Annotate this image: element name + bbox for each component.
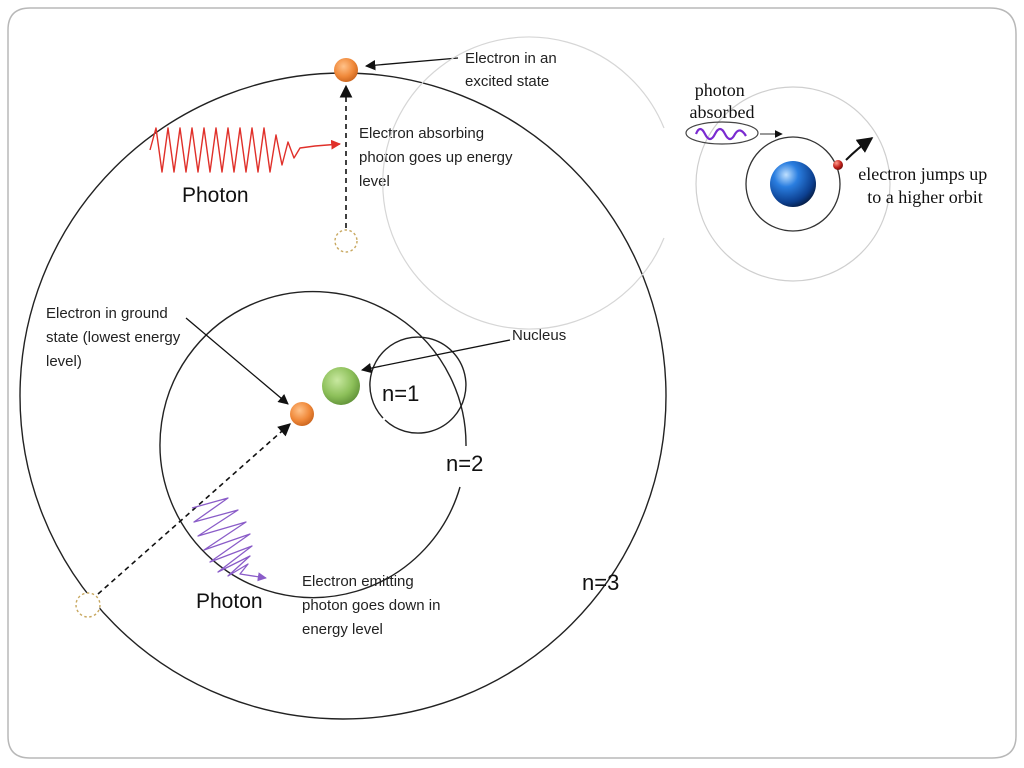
emitting-label: Electron emitting photon goes down in en…: [302, 573, 445, 638]
orbit-label-n2: n=2: [446, 451, 483, 476]
ground-state-pointer: [185, 317, 289, 405]
photon-absorbed-label: Photon: [182, 184, 249, 207]
orbit-label-n3: n=3: [582, 570, 619, 595]
nucleus-label: Nucleus: [512, 327, 566, 344]
inset-electron: [833, 160, 843, 170]
orbit-n2: [159, 290, 467, 599]
inset-electron-jumps-label: electron jumps up to a higher orbit: [858, 164, 991, 207]
inset-orbit-middle: [695, 86, 891, 282]
electron-excited-state: [334, 58, 358, 82]
ground-state-label: Electron in ground state (lowest energy …: [46, 305, 184, 370]
slide-frame: [7, 7, 1017, 759]
photon-emitted-label: Photon: [196, 590, 263, 613]
emission-transition-arrow: [97, 423, 291, 595]
excited-state-label: Electron in an excited state: [465, 50, 561, 90]
electron-ghost-n2: [334, 229, 358, 253]
inset-orbit-outer: [382, 36, 665, 330]
inset-photon-ellipse: [685, 121, 759, 145]
nucleus: [322, 367, 360, 405]
bohr-model: Electron in an excited state Electron ab…: [19, 50, 667, 720]
inset-orbit-inner: [745, 136, 841, 232]
electron-jump-arrow: [845, 137, 874, 161]
inset-nucleus: [770, 161, 816, 207]
inset-photon-wave: [694, 127, 747, 141]
absorbed-photon-wave: [149, 127, 341, 173]
electron-ground-state: [290, 402, 314, 426]
inset-photon-absorbed-label: photon absorbed: [690, 80, 755, 122]
excited-state-pointer: [364, 57, 459, 71]
emitted-photon-wave: [191, 497, 267, 582]
inset-diagram: photon absorbed electron jumps up to a h…: [382, 36, 991, 330]
electron-ghost-n3: [75, 592, 101, 618]
orbit-label-n1: n=1: [382, 381, 419, 406]
nucleus-pointer: [360, 339, 511, 374]
